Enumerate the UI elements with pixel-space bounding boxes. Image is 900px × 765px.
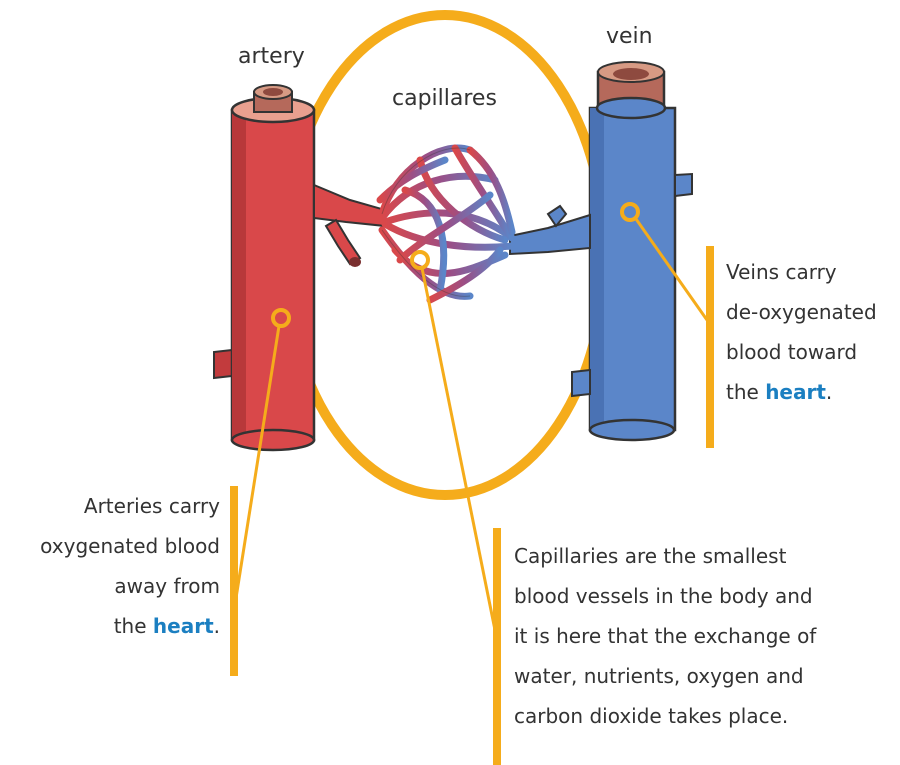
capillary-caption-line-2: blood vessels in the body and [514, 576, 894, 616]
artery-caption-line-2: oxygenated blood [10, 526, 220, 566]
capillary-leader-line [422, 268, 497, 640]
capillary-caption-bar [493, 528, 501, 765]
vein-label: vein [606, 24, 653, 49]
artery-caption-line-4: the heart. [10, 606, 220, 646]
capillary-caption-line-1: Capillaries are the smallest [514, 536, 894, 576]
vein-caption-line-3: blood toward [726, 332, 898, 372]
artery-caption: Arteries carry oxygenated blood away fro… [10, 486, 220, 646]
artery-heart-highlight: heart [153, 614, 214, 638]
vein-caption-line-4: the heart. [726, 372, 898, 412]
artery-label: artery [238, 44, 305, 69]
vein-vessel [510, 62, 692, 440]
capillary-caption-line-5: carbon dioxide takes place. [514, 696, 894, 736]
capillary-caption-line-4: water, nutrients, oxygen and [514, 656, 894, 696]
vein-caption-line-1: Veins carry [726, 252, 898, 292]
vein-caption-line-2: de-oxygenated [726, 292, 898, 332]
artery-caption-line-4-pre: the [114, 614, 153, 638]
vein-caption-bar [706, 246, 714, 448]
vein-heart-highlight: heart [765, 380, 826, 404]
vein-caption: Veins carry de-oxygenated blood toward t… [726, 252, 898, 412]
capillary-network [380, 148, 512, 300]
artery-caption-line-1: Arteries carry [10, 486, 220, 526]
capillary-caption: Capillaries are the smallest blood vesse… [514, 536, 894, 736]
vein-caption-line-4-post: . [826, 380, 832, 404]
artery-caption-line-4-post: . [214, 614, 220, 638]
artery-caption-line-3: away from [10, 566, 220, 606]
capillary-caption-line-3: it is here that the exchange of [514, 616, 894, 656]
capillaries-label: capillares [392, 86, 497, 111]
vein-caption-line-4-pre: the [726, 380, 765, 404]
artery-vessel [214, 85, 385, 450]
artery-caption-bar [230, 486, 238, 676]
